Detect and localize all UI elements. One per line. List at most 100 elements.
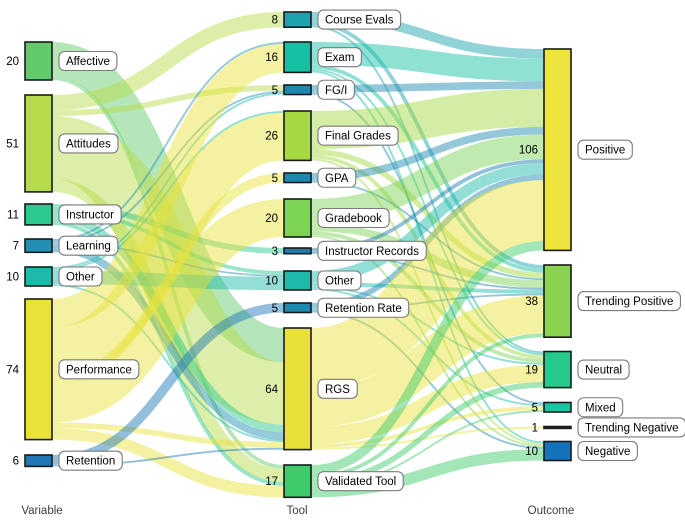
link-attitudes-validated_tool <box>51 178 285 483</box>
node-label-other_var: Other <box>58 266 103 287</box>
link-fgi-mixed <box>310 92 545 405</box>
node-label-negative: Negative <box>577 440 638 462</box>
link-performance-exam <box>50 43 286 328</box>
node-attitudes <box>24 94 53 193</box>
node-negative <box>543 440 572 462</box>
node-label-text-performance: Performance <box>66 364 132 376</box>
node-label-gpa: GPA <box>317 167 357 188</box>
node-trending_positive <box>543 264 572 338</box>
node-label-text-final_grades: Final Grades <box>325 131 391 143</box>
node-label-text-other_tool: Other <box>325 276 354 288</box>
node-label-box-gradebook <box>317 207 390 229</box>
node-value-other_tool: 10 <box>265 276 278 288</box>
node-gradebook <box>283 198 312 238</box>
node-label-text-gpa: GPA <box>325 173 349 185</box>
link-attitudes-rgs <box>49 115 287 425</box>
link-gradebook-trending_positive <box>310 223 545 288</box>
node-value-course_evals: 8 <box>272 15 278 27</box>
node-label-box-retention <box>58 450 123 471</box>
node-value-learning: 7 <box>13 241 19 253</box>
node-label-text-mixed: Mixed <box>585 402 616 414</box>
node-value-exam: 16 <box>265 52 278 64</box>
node-retention <box>24 454 53 468</box>
node-label-box-trending_positive <box>577 291 681 312</box>
sankey-nodes <box>24 11 572 499</box>
node-label-text-validated_tool: Validated Tool <box>325 476 396 488</box>
node-label-box-positive <box>577 139 633 160</box>
node-final_grades <box>283 110 312 162</box>
link-final_grades-neutral <box>310 154 545 360</box>
link-course_evals-neutral <box>310 25 545 354</box>
node-label-text-attitudes: Attitudes <box>66 138 111 150</box>
node-label-text-course_evals: Course Evals <box>325 15 394 27</box>
node-learning <box>24 238 53 254</box>
node-value-affective: 20 <box>6 56 19 68</box>
node-label-box-course_evals <box>317 9 402 30</box>
node-label-text-affective: Affective <box>66 56 110 68</box>
axis-label-outcome: Outcome <box>528 505 575 517</box>
node-label-retention: Retention <box>58 450 123 471</box>
node-label-mixed: Mixed <box>577 397 624 418</box>
node-label-validated_tool: Validated Tool <box>317 471 404 492</box>
node-value-gpa: 5 <box>272 173 278 185</box>
node-label-positive: Positive <box>577 139 633 160</box>
node-label-box-negative <box>577 440 638 462</box>
node-value-mixed: 5 <box>532 402 538 414</box>
node-label-text-rgs: RGS <box>325 384 350 396</box>
node-mixed <box>543 401 572 413</box>
node-label-text-gradebook: Gradebook <box>325 213 382 225</box>
node-label-rgs: RGS <box>317 378 358 399</box>
node-label-final_grades: Final Grades <box>317 125 399 146</box>
node-label-learning: Learning <box>58 235 119 256</box>
axis-labels: Variable Tool Outcome <box>21 505 574 517</box>
node-value-final_grades: 26 <box>265 131 278 143</box>
link-gradebook-neutral <box>310 231 545 363</box>
node-label-text-instructor_records: Instructor Records <box>325 246 419 258</box>
link-rgs-positive <box>309 180 546 389</box>
node-label-box-affective <box>58 50 118 72</box>
node-value-performance: 74 <box>6 364 19 376</box>
node-retention_rate <box>283 302 312 314</box>
link-performance-final_grades <box>50 112 286 375</box>
node-label-box-validated_tool <box>317 471 404 492</box>
node-label-box-fgi <box>317 79 355 100</box>
link-rgs-neutral <box>310 364 545 444</box>
link-performance-gradebook <box>50 199 286 423</box>
node-label-box-learning <box>58 235 119 256</box>
node-other_tool <box>283 270 312 291</box>
node-label-text-neutral: Neutral <box>585 365 622 377</box>
node-label-text-trending_negative: Trending Negative <box>585 422 679 434</box>
node-instructor <box>24 203 53 226</box>
node-label-text-retention_rate: Retention Rate <box>325 303 402 315</box>
link-validated_tool-trending_positive <box>310 333 545 479</box>
node-label-box-other_tool <box>317 270 362 291</box>
link-final_grades-trending_positive <box>310 149 545 279</box>
node-fgi <box>283 84 312 96</box>
link-learning-exam <box>51 42 285 241</box>
link-rgs-trending_negative <box>310 426 545 450</box>
node-value-rgs: 64 <box>265 384 278 396</box>
axis-label-variable: Variable <box>21 505 62 517</box>
node-label-trending_positive: Trending Positive <box>577 291 681 312</box>
link-performance-validated_tool <box>51 428 285 498</box>
node-label-instructor: Instructor <box>58 204 122 225</box>
node-label-text-exam: Exam <box>325 52 354 64</box>
link-attitudes-course_evals <box>51 12 285 111</box>
node-label-box-final_grades <box>317 125 399 146</box>
node-exam <box>283 41 312 74</box>
node-label-retention_rate: Retention Rate <box>317 297 410 318</box>
link-instructor-rgs <box>51 213 285 433</box>
node-label-trending_negative: Trending Negative <box>577 417 685 438</box>
node-label-text-other_var: Other <box>66 272 95 284</box>
node-label-box-attitudes <box>58 133 119 154</box>
link-rgs-mixed <box>310 406 545 448</box>
node-instructor_records <box>283 247 312 255</box>
node-value-validated_tool: 17 <box>265 476 278 488</box>
node-labels: AffectiveAttitudesInstructorLearningOthe… <box>58 9 685 492</box>
link-attitudes-fgi <box>51 85 285 116</box>
link-affective-validated_tool <box>51 76 285 469</box>
node-label-gradebook: Gradebook <box>317 207 390 229</box>
axis-label-tool: Tool <box>286 505 307 517</box>
